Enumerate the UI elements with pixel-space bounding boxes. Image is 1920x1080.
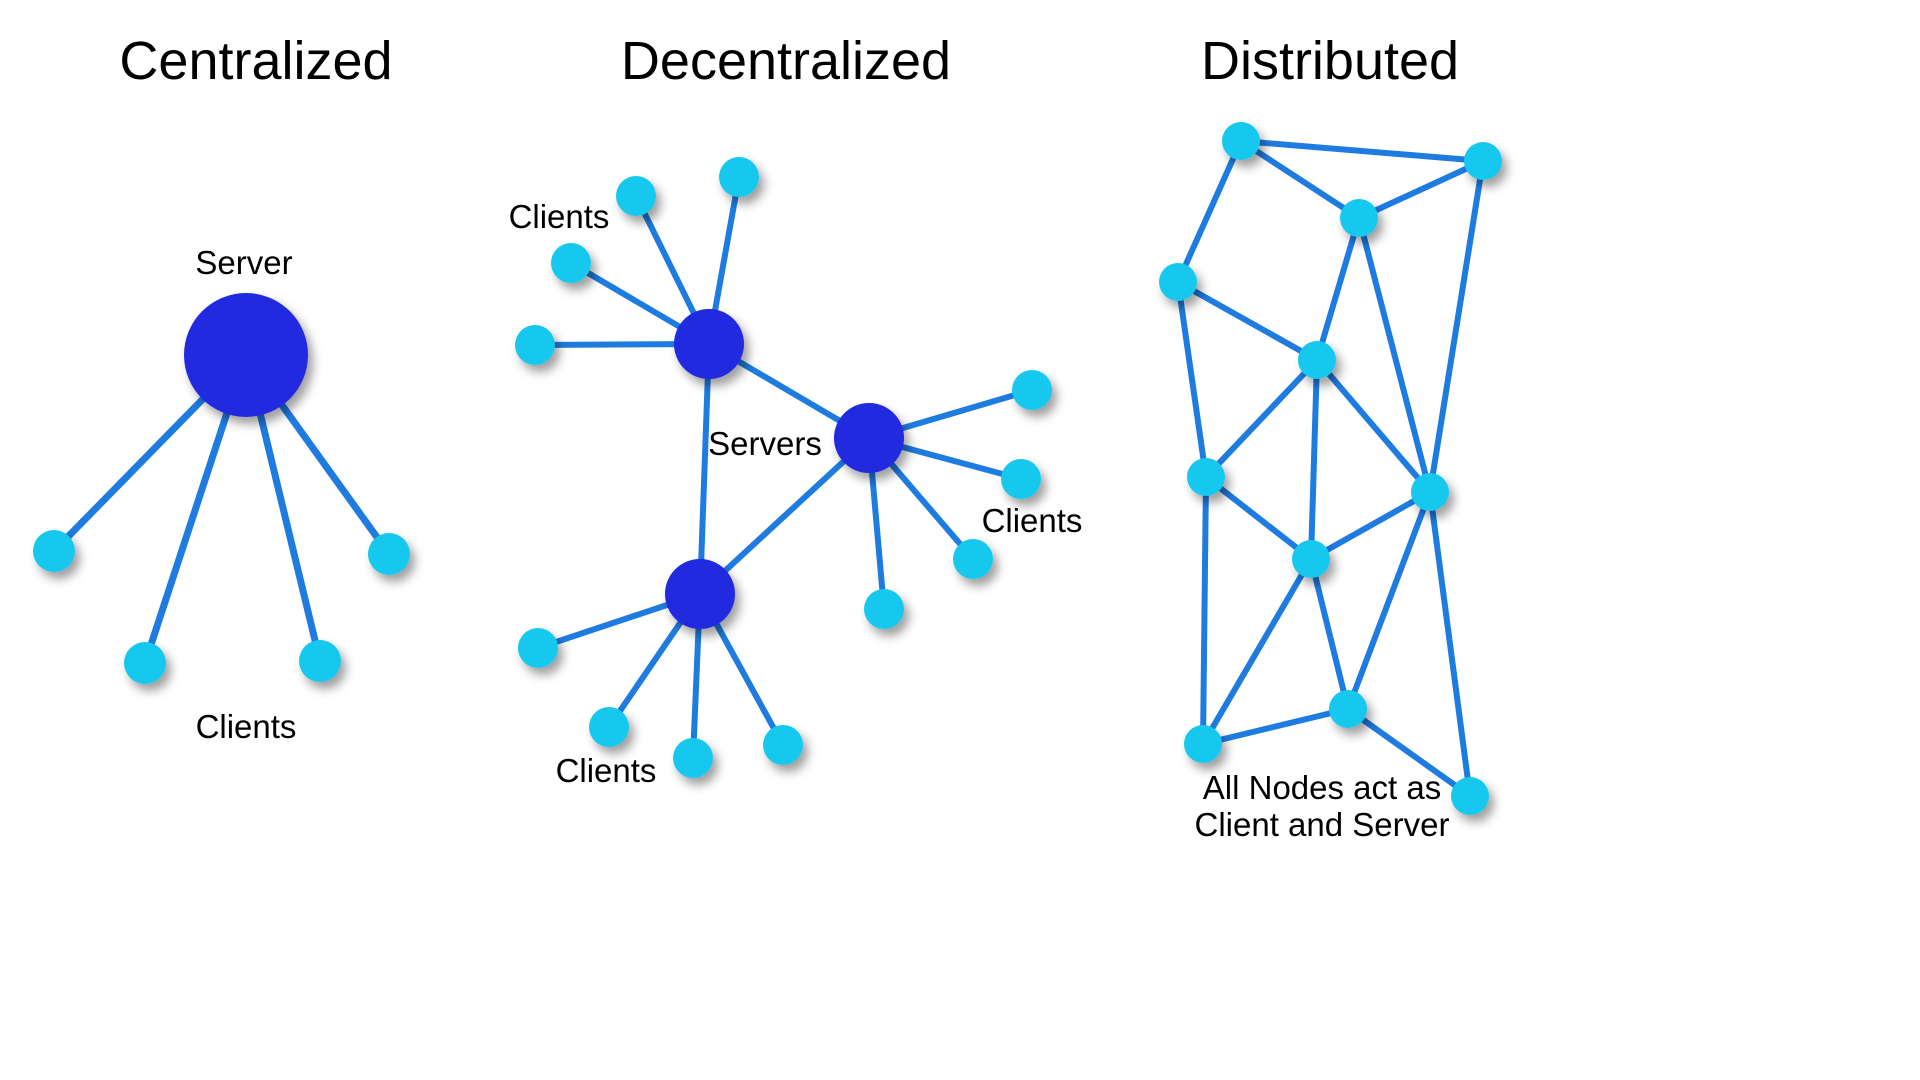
client-node[interactable] (551, 243, 591, 283)
peer-node[interactable] (1329, 690, 1367, 728)
peer-node[interactable] (1222, 122, 1260, 160)
client-node[interactable] (589, 707, 629, 747)
client-node[interactable] (616, 176, 656, 216)
peer-node[interactable] (1292, 540, 1330, 578)
network-edge (1345, 489, 1433, 712)
client-node[interactable] (1001, 459, 1041, 499)
network-edge (1200, 556, 1314, 747)
clients-label: Clients (195, 708, 297, 745)
network-edge (1427, 489, 1473, 799)
network-edge (1238, 138, 1362, 221)
network-edge (1203, 357, 1320, 480)
clients-label-upper-left: Clients (508, 198, 610, 235)
peer-node[interactable] (1159, 263, 1197, 301)
client-node[interactable] (124, 642, 166, 684)
network-edge (1345, 706, 1473, 799)
client-node[interactable] (763, 725, 803, 765)
panel-title-decentralized: Decentralized (620, 31, 952, 91)
panel-title-distributed: Distributed (1200, 31, 1460, 91)
network-edge (1175, 138, 1244, 285)
server-node[interactable] (674, 309, 744, 379)
client-node[interactable] (953, 539, 993, 579)
client-node[interactable] (1012, 370, 1052, 410)
network-edge (697, 341, 712, 597)
client-node[interactable] (33, 530, 75, 572)
peer-node[interactable] (1464, 142, 1502, 180)
client-node[interactable] (673, 738, 713, 778)
edge-layer (50, 138, 1486, 799)
client-node[interactable] (368, 533, 410, 575)
network-edge (1175, 279, 1320, 363)
servers-label: Servers (708, 425, 822, 462)
clients-label-right: Clients (981, 502, 1083, 539)
network-edge (1175, 279, 1209, 480)
peer-node[interactable] (1298, 341, 1336, 379)
client-node[interactable] (864, 589, 904, 629)
network-edge (1308, 357, 1320, 562)
network-edge (1200, 706, 1351, 747)
peer-node[interactable] (1451, 777, 1489, 815)
network-edge (697, 435, 872, 597)
peer-node[interactable] (1340, 199, 1378, 237)
network-edge (1314, 215, 1362, 363)
client-node[interactable] (299, 640, 341, 682)
network-edge (1203, 474, 1314, 562)
network-edge (1238, 138, 1486, 164)
network-edge (1308, 489, 1433, 562)
network-edge (1308, 556, 1351, 712)
client-node[interactable] (515, 325, 555, 365)
client-node[interactable] (719, 157, 759, 197)
panel-title-centralized: Centralized (119, 31, 393, 91)
server-node[interactable] (834, 403, 904, 473)
network-edge (1356, 215, 1433, 495)
clients-label-lower-left: Clients (555, 752, 657, 789)
network-edge (1356, 158, 1486, 221)
server-node[interactable] (665, 559, 735, 629)
peer-node[interactable] (1411, 473, 1449, 511)
network-edge (1314, 357, 1433, 495)
node-layer (33, 122, 1502, 815)
server-label: Server (195, 244, 293, 281)
client-node[interactable] (518, 628, 558, 668)
peer-node[interactable] (1184, 725, 1222, 763)
network-edge (1200, 474, 1209, 747)
network-edge (1427, 158, 1486, 495)
server-node[interactable] (184, 293, 308, 417)
peer-node[interactable] (1187, 458, 1225, 496)
